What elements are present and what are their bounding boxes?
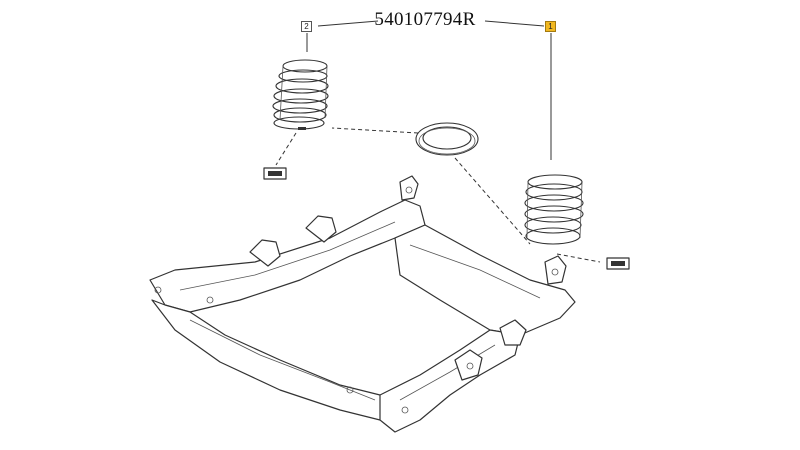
spring-seat-insulator[interactable] — [415, 122, 479, 156]
assembly-lines — [275, 127, 601, 263]
part-number-label: 540107794R — [374, 9, 476, 30]
coil-spring-right[interactable] — [524, 174, 584, 245]
grease-symbol-right — [606, 257, 630, 270]
front-subframe[interactable] — [149, 175, 576, 433]
coil-spring-left[interactable] — [272, 59, 329, 130]
callout-2[interactable]: 2 — [301, 21, 312, 32]
grease-symbol-left — [263, 167, 287, 180]
callout-leaders — [306, 20, 552, 160]
callout-1[interactable]: 1 — [545, 21, 556, 32]
